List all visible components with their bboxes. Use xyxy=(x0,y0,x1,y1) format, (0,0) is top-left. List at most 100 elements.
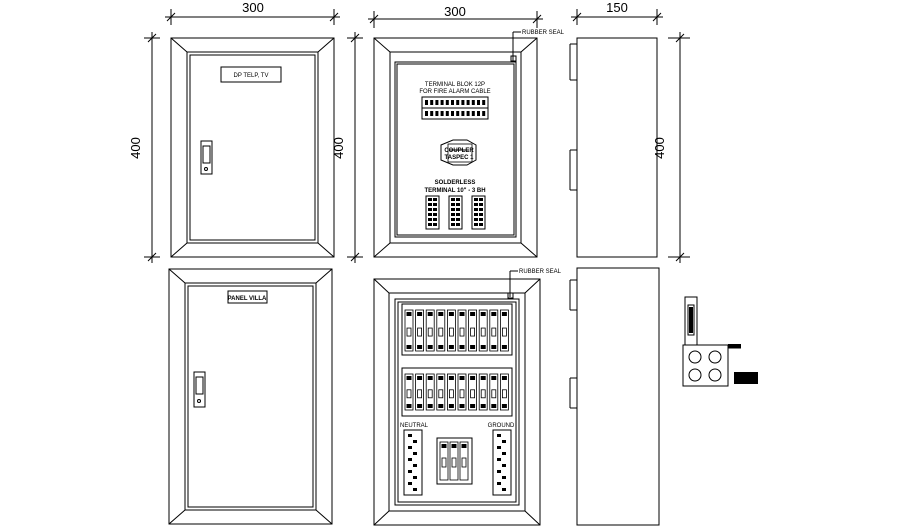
breaker xyxy=(499,309,509,352)
solderless-slot xyxy=(428,203,432,206)
breaker-terminal xyxy=(459,345,465,349)
breaker-terminal xyxy=(491,345,497,349)
breaker-terminal xyxy=(470,404,476,408)
breaker-row-1 xyxy=(401,303,513,356)
breaker-toggle xyxy=(427,327,433,337)
main-breaker-pole xyxy=(459,441,469,481)
bus-screw xyxy=(502,476,506,479)
inner-view-bottom xyxy=(373,278,541,526)
solderless-slot xyxy=(479,198,483,201)
breaker-toggle xyxy=(501,327,507,337)
main-breaker-terminal xyxy=(451,444,457,448)
bus-screw xyxy=(497,458,501,461)
dim-width-inner-top xyxy=(368,11,543,28)
solderless-slot xyxy=(433,208,437,211)
solderless-slot xyxy=(451,198,455,201)
breaker xyxy=(404,309,414,352)
breaker xyxy=(478,373,488,411)
hinge-pin xyxy=(689,307,693,333)
breaker-toggle xyxy=(480,389,486,399)
coupler-taspec xyxy=(440,139,477,166)
terminal-pin xyxy=(425,111,428,116)
breaker-terminal xyxy=(480,345,486,349)
rubber-seal-label-bottom: RUBBER SEAL xyxy=(519,269,562,275)
breaker-terminal xyxy=(470,312,476,316)
terminal-pin xyxy=(456,111,460,116)
solderless-slot xyxy=(456,213,460,216)
solderless-slot xyxy=(474,208,478,211)
nameplate-bottom-label: PANEL VILLA xyxy=(228,296,267,302)
solderless-label-2: TERMINAL 10" - 3 BH xyxy=(424,188,485,194)
terminal-pin xyxy=(440,111,444,116)
breaker xyxy=(415,373,425,411)
solderless-slot xyxy=(433,223,437,226)
breaker-terminal xyxy=(438,312,444,316)
terminal-block-12p xyxy=(421,96,489,120)
breaker-terminal xyxy=(459,376,465,380)
solderless-slot xyxy=(474,203,478,206)
terminal-pin xyxy=(466,100,470,105)
bus-screw xyxy=(408,434,412,437)
breaker-toggle xyxy=(427,389,433,399)
main-breaker-toggle xyxy=(451,457,457,468)
breaker-toggle xyxy=(459,327,465,337)
side-view-top xyxy=(569,37,658,258)
terminal-pin xyxy=(456,100,460,105)
solderless-terminal-blocks xyxy=(425,195,486,230)
dim-label-inner-width: 300 xyxy=(444,4,466,19)
breaker-terminal xyxy=(427,376,433,380)
bus-screw xyxy=(413,476,417,479)
solderless-slot xyxy=(428,208,432,211)
breaker xyxy=(446,309,456,352)
breaker-terminal xyxy=(417,404,423,408)
neutral-bar xyxy=(403,429,423,496)
bus-screw xyxy=(413,488,417,491)
breaker-terminal xyxy=(480,404,486,408)
main-breaker-terminal xyxy=(441,444,447,448)
dim-height-side-top xyxy=(668,32,690,263)
breaker xyxy=(457,373,467,411)
breaker xyxy=(468,309,478,352)
terminal-pin xyxy=(425,100,428,105)
breaker-terminal xyxy=(501,376,507,380)
breaker-terminal xyxy=(501,345,507,349)
main-breaker-pole xyxy=(449,441,459,481)
ground-bar xyxy=(492,429,512,496)
solderless-slot xyxy=(433,213,437,216)
main-breaker-terminal xyxy=(461,444,467,448)
terminal-pin xyxy=(430,100,434,105)
breaker-toggle xyxy=(417,389,423,399)
solderless-slot xyxy=(433,218,437,221)
terminal-pin xyxy=(451,100,454,105)
dim-height-inner-top xyxy=(347,32,363,263)
terminal-pin xyxy=(482,111,486,116)
breaker xyxy=(415,309,425,352)
dim-label-inner-height: 400 xyxy=(331,137,346,159)
terminal-pin xyxy=(435,111,439,116)
breaker-terminal xyxy=(406,312,412,316)
solderless-slot xyxy=(451,213,455,216)
nameplate-top-label: DP TELP, TV xyxy=(234,73,269,79)
bus-screw xyxy=(413,464,417,467)
main-breaker-pole xyxy=(439,441,449,481)
breaker xyxy=(489,309,499,352)
dim-label-side-depth: 150 xyxy=(606,0,628,15)
breaker-toggle xyxy=(438,389,444,399)
breaker-terminal xyxy=(448,376,454,380)
solderless-slot xyxy=(479,203,483,206)
solderless-slot xyxy=(479,218,483,221)
solderless-slot xyxy=(456,198,460,201)
hinge-plate xyxy=(728,344,741,348)
solderless-slot xyxy=(474,213,478,216)
breaker-terminal xyxy=(459,404,465,408)
breaker-terminal xyxy=(491,312,497,316)
solderless-slot xyxy=(451,203,455,206)
breaker-terminal xyxy=(448,345,454,349)
breaker-terminal xyxy=(470,376,476,380)
breaker-terminal xyxy=(427,312,433,316)
terminal-pin xyxy=(445,111,449,116)
nameplate-bottom xyxy=(227,290,268,304)
terminal-pin xyxy=(430,111,434,116)
solderless-slot xyxy=(451,223,455,226)
rubber-seal-label-top: RUBBER SEAL xyxy=(522,30,565,36)
